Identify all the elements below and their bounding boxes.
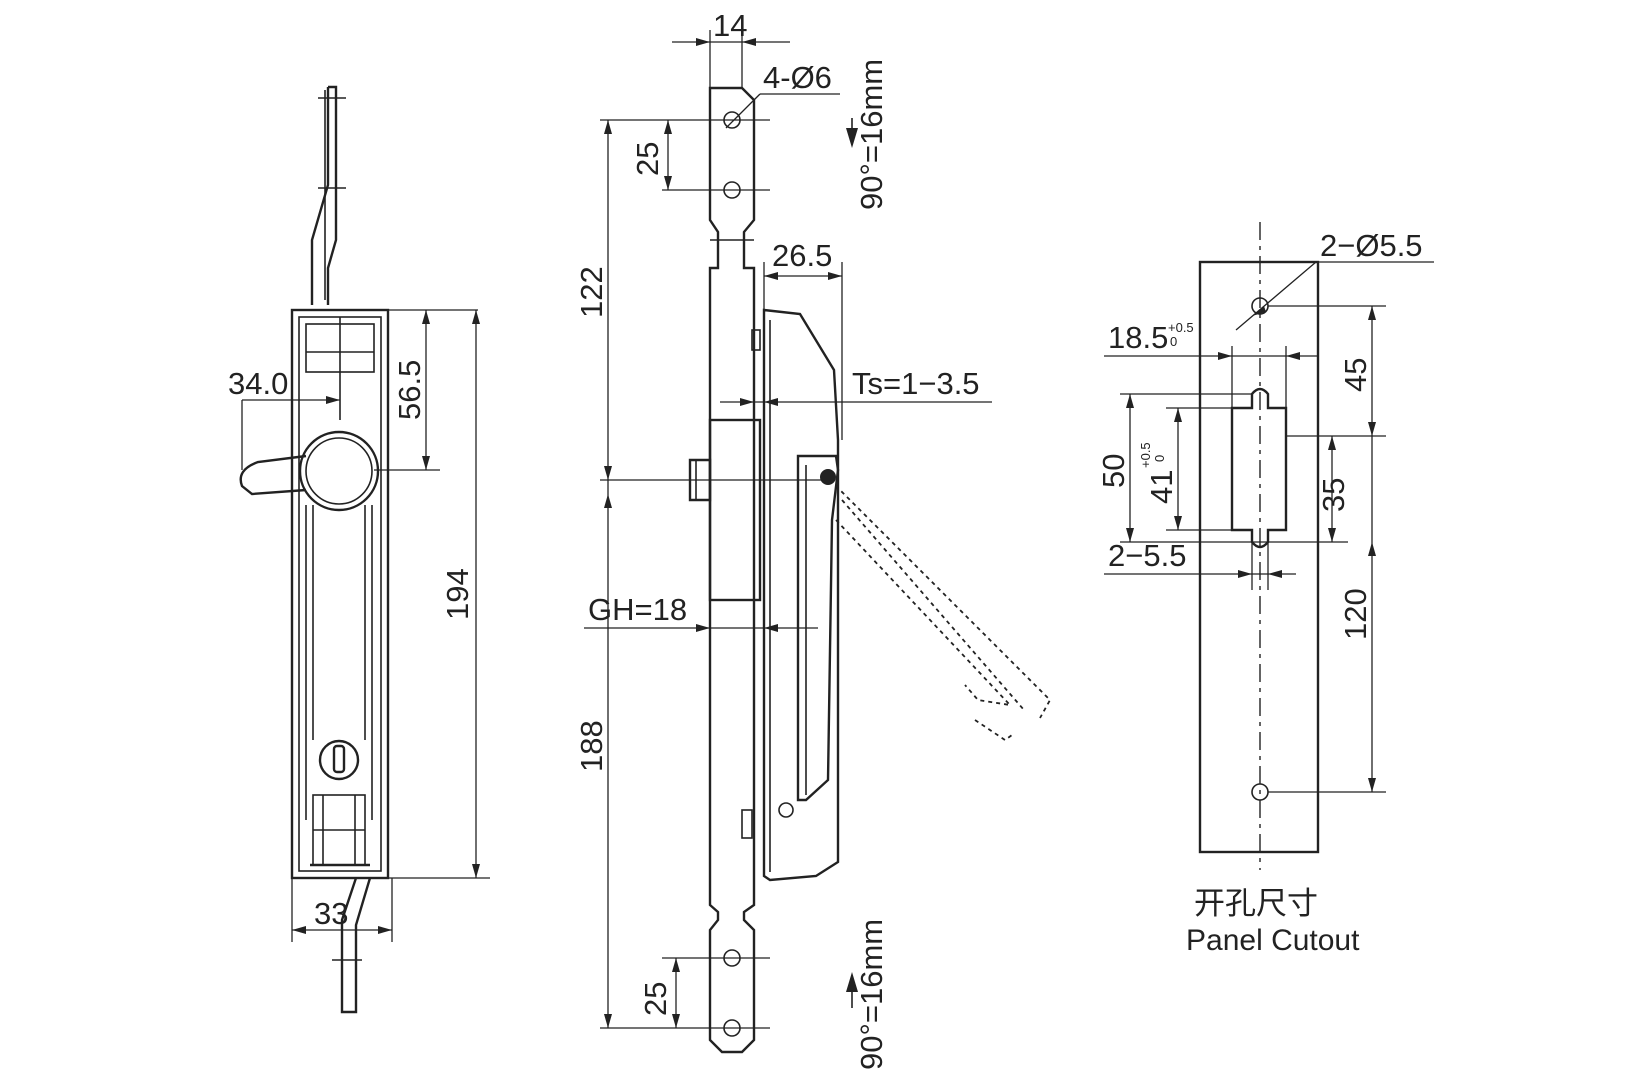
front-view: 34.0 56.5 194 33 <box>228 85 490 1014</box>
dim-18-5: 18.5 <box>1108 320 1168 355</box>
side-view: 14 4-Ø6 90°=16mm 25 122 26.5 <box>574 8 1052 1070</box>
dim-33: 33 <box>314 896 348 931</box>
caption-english: Panel Cutout <box>1186 924 1360 957</box>
dim-25-bottom: 25 <box>638 982 673 1016</box>
dim-120: 120 <box>1338 588 1373 640</box>
caption-chinese: 开孔尺寸 <box>1194 886 1318 922</box>
dim-45: 45 <box>1338 358 1373 392</box>
panel-cutout: 2−Ø5.5 45 18.5 +0.5 0 50 41 +0.5 0 <box>1096 222 1434 957</box>
dim-194: 194 <box>440 568 475 620</box>
dim-18-5-tol-lower: 0 <box>1170 334 1177 349</box>
dim-41-tol-lower: 0 <box>1152 455 1167 462</box>
dim-18-5-tol-upper: +0.5 <box>1168 320 1194 335</box>
rotation-note-top: 90°=16mm <box>854 59 889 210</box>
dim-56-5: 56.5 <box>392 360 427 420</box>
dim-26-5: 26.5 <box>772 238 832 273</box>
dim-122: 122 <box>574 266 609 318</box>
grip-height: GH=18 <box>588 592 687 627</box>
cutout-holes: 2−Ø5.5 <box>1320 228 1423 263</box>
dim-2-5-5: 2−5.5 <box>1108 538 1186 573</box>
panel-thickness: Ts=1−3.5 <box>852 366 980 401</box>
dim-41-tol-upper: +0.5 <box>1138 442 1153 468</box>
rotation-note-bottom: 90°=16mm <box>854 919 889 1070</box>
dim-14: 14 <box>713 8 747 43</box>
dim-35: 35 <box>1316 478 1351 512</box>
dim-41: 41 <box>1144 470 1179 504</box>
dim-188: 188 <box>574 720 609 772</box>
holes-label: 4-Ø6 <box>763 60 832 95</box>
dim-34: 34.0 <box>228 366 288 401</box>
dim-25-top: 25 <box>630 142 665 176</box>
dim-50: 50 <box>1096 454 1131 488</box>
